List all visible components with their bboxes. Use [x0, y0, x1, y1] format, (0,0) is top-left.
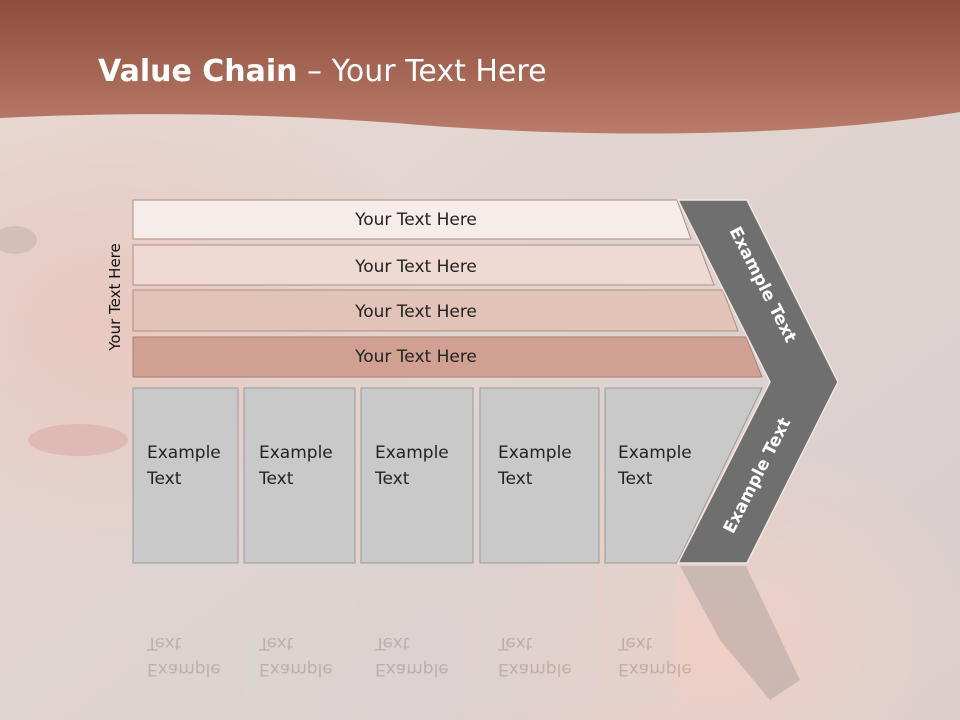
bar-3 — [132, 289, 739, 332]
box-2-reflection-text: Example Text — [259, 630, 333, 682]
box-1-reflection-text: Example Text — [147, 630, 221, 682]
box-2-text: Example Text — [259, 440, 333, 492]
box-3 — [360, 387, 474, 564]
side-label: Your Text Here — [106, 243, 124, 351]
box-4-line2: Text — [498, 469, 533, 489]
title-bold: Value Chain — [98, 54, 298, 89]
slide-title: Value Chain – Your Text Here — [98, 54, 547, 89]
box-3-reflection-line2: Text — [375, 633, 410, 653]
box-4-line1: Example — [498, 443, 572, 463]
box-4-reflection-line2: Text — [498, 633, 533, 653]
box-1-line1: Example — [147, 443, 221, 463]
box-5-reflection-line1: Example — [618, 659, 692, 679]
box-3-line2: Text — [375, 469, 410, 489]
box-5-text: Example Text — [618, 440, 692, 492]
box-5-reflection-line2: Text — [618, 633, 653, 653]
box-1-reflection-line1: Example — [147, 659, 221, 679]
box-2-reflection-line2: Text — [259, 633, 294, 653]
box-3-line1: Example — [375, 443, 449, 463]
box-4-reflection-line1: Example — [498, 659, 572, 679]
box-3-reflection-text: Example Text — [375, 630, 449, 682]
box-4 — [479, 387, 600, 564]
box-2-line2: Text — [259, 469, 294, 489]
box-4-reflection-text: Example Text — [498, 630, 572, 682]
box-1-reflection-line2: Text — [147, 633, 182, 653]
title-rest: – Your Text Here — [297, 54, 547, 89]
bar-2 — [132, 244, 715, 286]
box-1 — [132, 387, 239, 564]
box-5-reflection-text: Example Text — [618, 630, 692, 682]
bar-2-label: Your Text Here — [354, 257, 477, 277]
box-1-line2: Text — [147, 469, 182, 489]
bar-1 — [132, 199, 692, 240]
box-3-text: Example Text — [375, 440, 449, 492]
box-2 — [243, 387, 356, 564]
box-5-line2: Text — [618, 469, 653, 489]
header-band — [0, 0, 960, 134]
chevron-arrow — [676, 199, 839, 564]
box-5 — [604, 387, 763, 564]
chevron-reflection — [680, 566, 800, 700]
box-2-line1: Example — [259, 443, 333, 463]
bar-4-label: Your Text Here — [354, 347, 477, 367]
box-5-line1: Example — [618, 443, 692, 463]
box-1-text: Example Text — [147, 440, 221, 492]
bar-3-label: Your Text Here — [354, 302, 477, 322]
box-3-reflection-line1: Example — [375, 659, 449, 679]
bar-1-label: Your Text Here — [354, 210, 477, 230]
box-2-reflection-line1: Example — [259, 659, 333, 679]
bar-4 — [132, 336, 763, 378]
box-4-text: Example Text — [498, 440, 572, 492]
